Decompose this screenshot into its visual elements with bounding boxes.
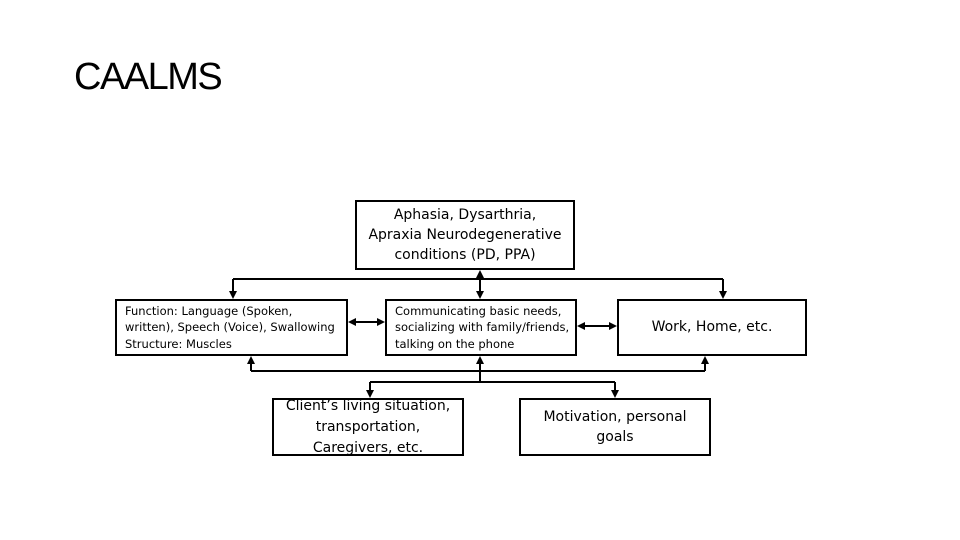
body-function-box: Function: Language (Spoken, written), Sp…	[115, 299, 348, 356]
arrowhead-top-right-down	[719, 291, 727, 299]
environmental-factors-box: Client’s living situation, transportatio…	[272, 398, 464, 456]
arrowhead-participation-left	[609, 322, 617, 330]
arrowhead-function-left	[348, 318, 356, 326]
activity-text: Communicating basic needs, socializing w…	[395, 304, 570, 351]
arrowhead-top-up	[476, 270, 484, 278]
slide-title: CAALMS	[74, 56, 223, 98]
participation-box: Work, Home, etc.	[617, 299, 807, 356]
health-condition-box: Aphasia, Dysarthria, Apraxia Neurodegene…	[355, 200, 575, 270]
arrowhead-activity-bottom-up	[476, 356, 484, 364]
body-function-text: Function: Language (Spoken, written), Sp…	[125, 304, 335, 351]
activity-box: Communicating basic needs, socializing w…	[385, 299, 577, 356]
arrowhead-context-right-down	[611, 390, 619, 398]
arrowhead-activity-up	[476, 291, 484, 299]
environmental-factors-text: Client’s living situation, transportatio…	[285, 397, 451, 456]
participation-text: Work, Home, etc.	[651, 319, 773, 336]
arrowhead-bottom-left-up	[247, 356, 255, 364]
arrowhead-activity-from-function	[377, 318, 385, 326]
arrowhead-context-left-down	[366, 390, 374, 398]
personal-factors-box: Motivation, personal goals	[519, 398, 711, 456]
arrowhead-top-left-down	[229, 291, 237, 299]
health-condition-text: Aphasia, Dysarthria, Apraxia Neurodegene…	[368, 206, 562, 264]
arrowhead-activity-right-left	[577, 322, 585, 330]
personal-factors-text: Motivation, personal goals	[543, 408, 687, 445]
arrowhead-bottom-right-up	[701, 356, 709, 364]
